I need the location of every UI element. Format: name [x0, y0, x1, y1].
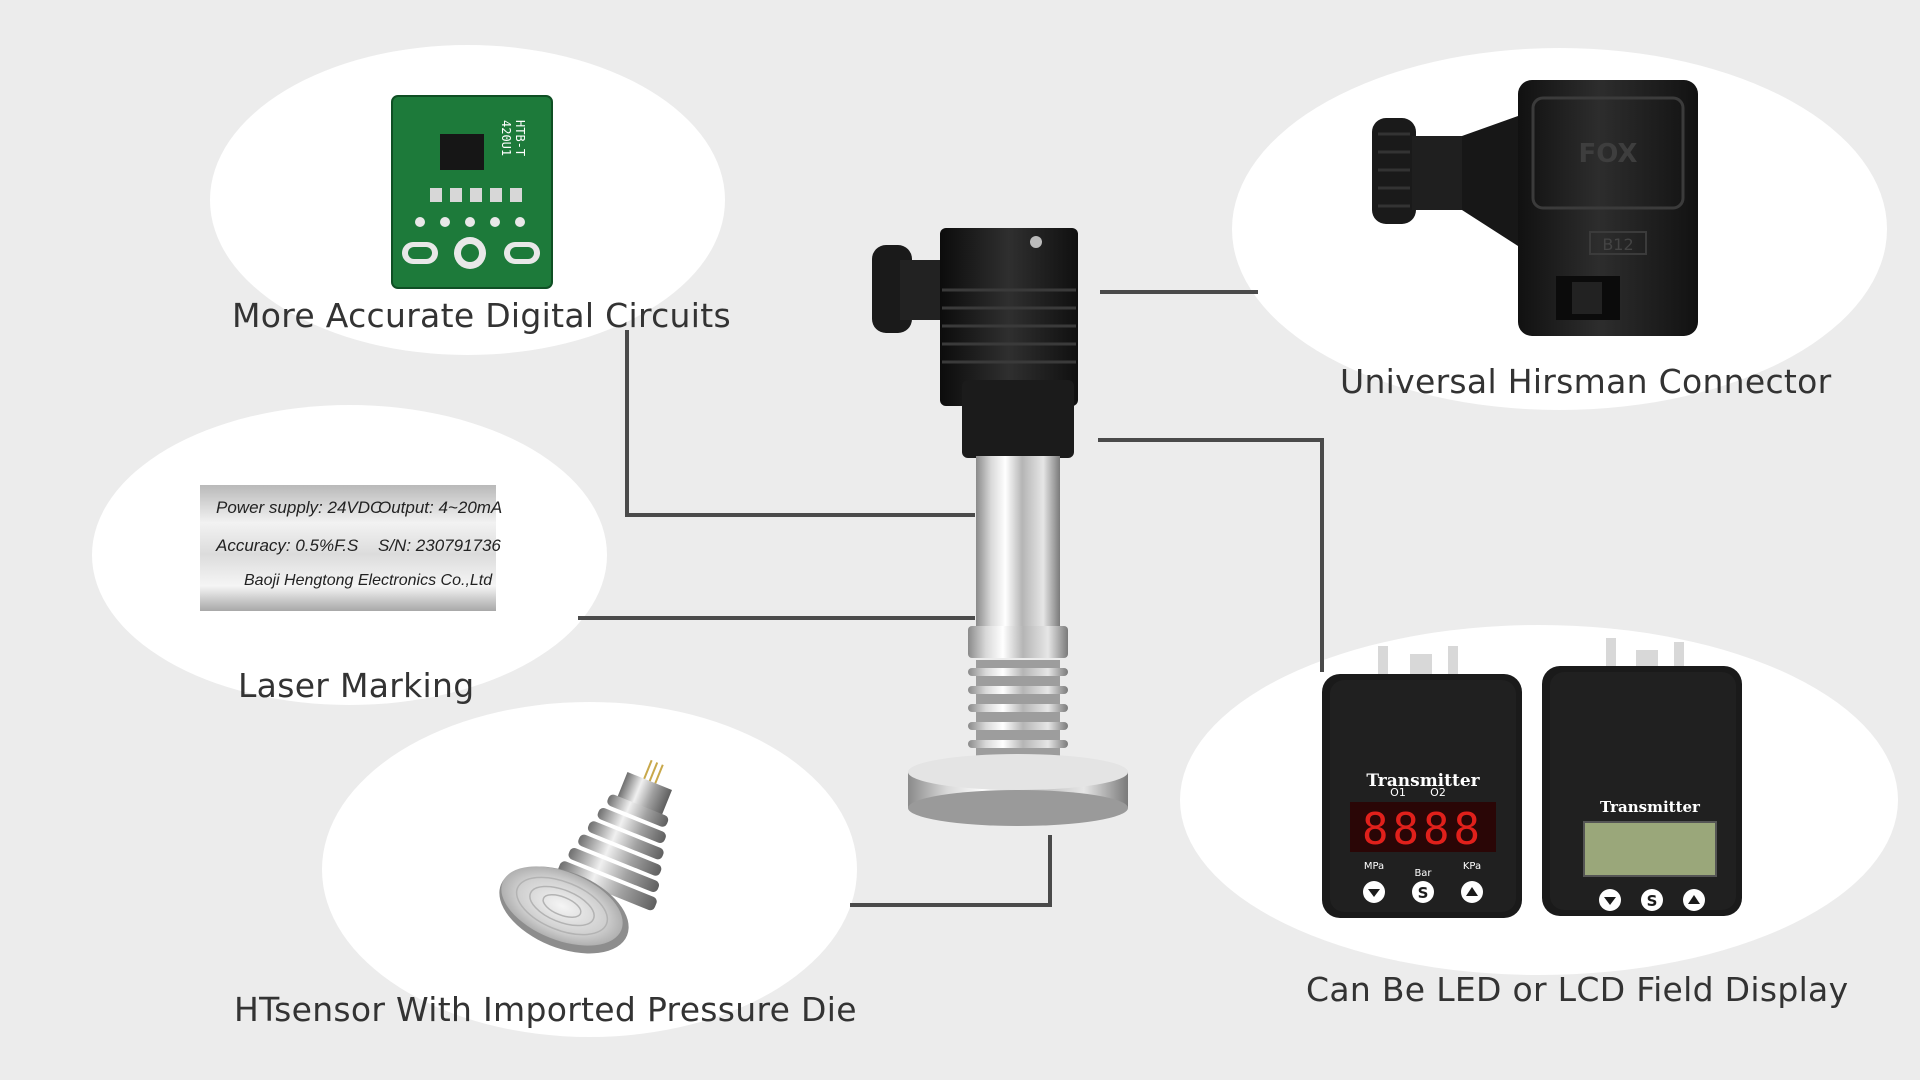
connector-brand-mark: FOX	[1579, 139, 1638, 169]
caption-circuits: More Accurate Digital Circuits	[232, 296, 731, 335]
pressure-sensor-illustration	[499, 759, 672, 954]
laser-marking-plate: Power supply: 24VDC Output: 4~20mA Accur…	[200, 485, 502, 611]
led-digits: 8888	[1362, 804, 1484, 855]
callout-display	[1180, 625, 1898, 975]
leader-line-sensor	[850, 835, 1052, 907]
caption-marking: Laser Marking	[238, 666, 475, 705]
lcd-title: Transmitter	[1600, 798, 1701, 816]
marking-line2-right: S/N: 230791736	[378, 536, 501, 555]
caption-sensor: HTsensor With Imported Pressure Die	[234, 990, 857, 1029]
led-o2: O2	[1430, 786, 1446, 799]
unit-mpa: MPa	[1364, 861, 1384, 872]
marking-line2-left: Accuracy: 0.5%F.S	[215, 536, 359, 555]
hirsman-connector-illustration: FOX B12	[1372, 80, 1698, 336]
caption-connector: Universal Hirsman Connector	[1340, 362, 1832, 401]
pcb-illustration: HTB-T 420U1	[391, 95, 553, 289]
led-s-label: S	[1418, 884, 1429, 902]
pcb-text-2: 420U1	[499, 120, 513, 156]
pcb-text-1: HTB-T	[513, 120, 527, 156]
connector-code: B12	[1602, 235, 1633, 254]
pressure-transmitter-illustration	[872, 228, 1128, 826]
callout-sensor	[322, 702, 857, 1037]
lcd-s-label: S	[1647, 892, 1658, 910]
led-o1: O1	[1390, 786, 1406, 799]
marking-line3: Baoji Hengtong Electronics Co.,Ltd	[244, 572, 493, 589]
leader-line-circuits	[625, 330, 975, 517]
lcd-s-button	[1641, 889, 1663, 911]
lcd-display-illustration: Transmitter S	[1542, 638, 1742, 916]
led-display-illustration: Transmitter O1 O2 8888 MPa Bar KPa S	[1322, 646, 1522, 918]
caption-display: Can Be LED or LCD Field Display	[1306, 970, 1849, 1009]
unit-bar: Bar	[1414, 868, 1432, 879]
marking-line1-right: Output: 4~20mA	[378, 498, 502, 517]
leader-line-display	[1098, 438, 1324, 672]
marking-line1-left: Power supply: 24VDC	[216, 498, 383, 517]
unit-kpa: KPa	[1463, 861, 1481, 872]
led-title: Transmitter	[1366, 771, 1480, 791]
led-s-button	[1412, 881, 1434, 903]
